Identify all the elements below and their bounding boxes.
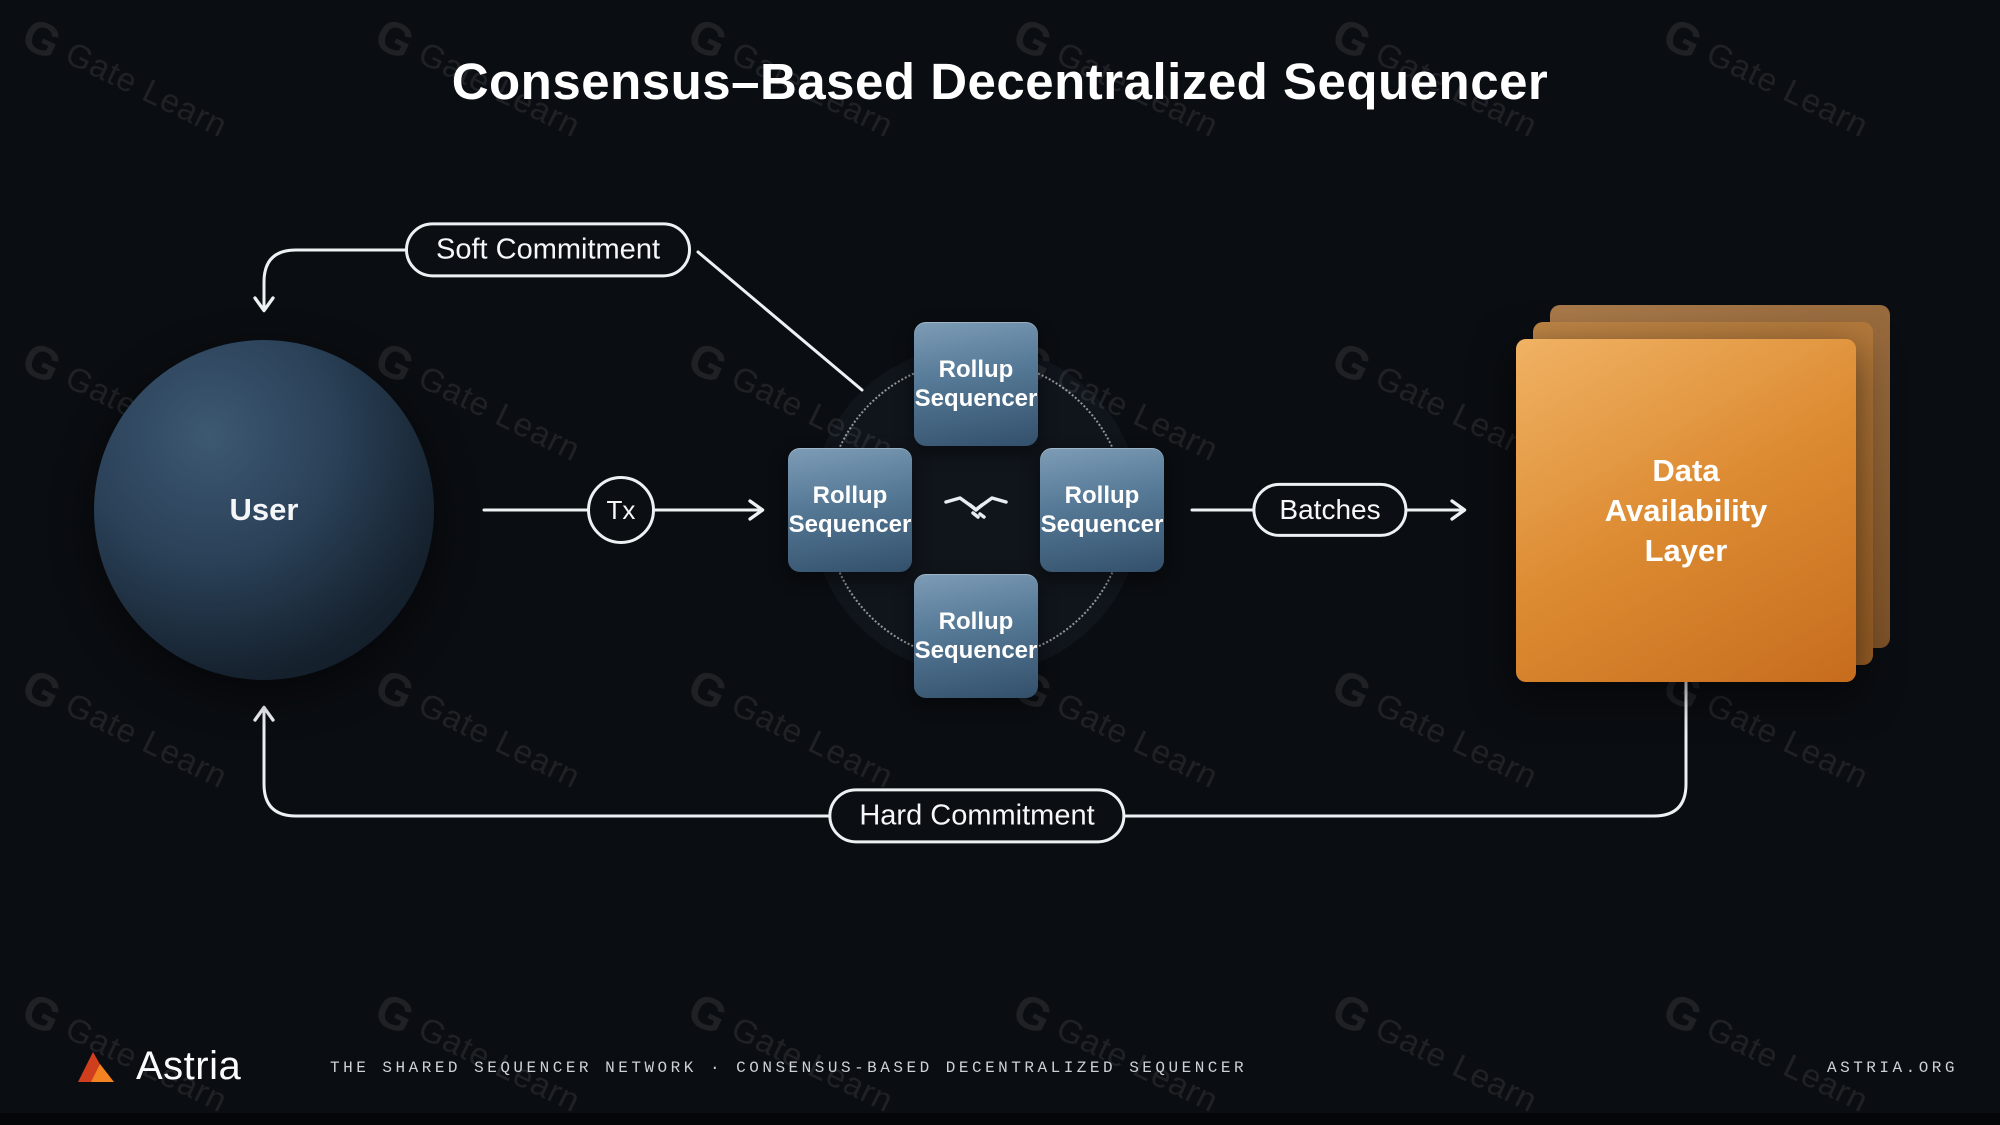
rollup-label-line1: Rollup	[1064, 482, 1140, 509]
rollup-sequencer-top: Rollup Sequencer	[914, 322, 1038, 446]
footer-brand: Astria	[74, 1040, 241, 1092]
tx-label: Tx	[606, 494, 636, 525]
user-node: User	[94, 340, 434, 680]
batches-badge: Batches	[1252, 482, 1408, 538]
rollup-label-line1: Rollup	[938, 608, 1014, 635]
footer-site-url: ASTRIA.ORG	[1826, 1059, 1958, 1077]
rollup-label-line2: Sequencer	[1040, 511, 1164, 538]
user-label: User	[229, 492, 299, 527]
rollup-label-line1: Rollup	[812, 482, 888, 509]
soft-commitment-badge: Soft Commitment	[405, 222, 691, 278]
rollup-sequencer-right: Rollup Sequencer	[1040, 448, 1164, 572]
bottom-strip	[0, 1113, 2000, 1125]
data-availability-label: Data Availability Layer	[1605, 451, 1768, 571]
da-label-line2: Availability	[1604, 492, 1768, 528]
rollup-label-line2: Sequencer	[914, 385, 1038, 412]
rollup-sequencer-left: Rollup Sequencer	[788, 448, 912, 572]
rollup-sequencer-bottom: Rollup Sequencer	[914, 574, 1038, 698]
page-title: Consensus–Based Decentralized Sequencer	[451, 53, 1549, 110]
line-soft-commitment-diagonal	[696, 250, 864, 392]
rollup-label-line2: Sequencer	[788, 511, 912, 538]
data-availability-layer-front: Data Availability Layer	[1516, 339, 1856, 682]
da-label-line1: Data	[1652, 452, 1720, 488]
brand-name: Astria	[136, 1043, 242, 1088]
astria-logo-icon	[78, 1052, 114, 1082]
arrow-soft-commitment-to-user	[253, 248, 412, 313]
tx-badge: Tx	[587, 476, 655, 544]
hard-commitment-badge: Hard Commitment	[828, 788, 1126, 844]
da-label-line3: Layer	[1644, 532, 1728, 568]
rollup-label-line1: Rollup	[938, 356, 1014, 383]
handshake-icon	[944, 496, 1008, 519]
footer-tagline: THE SHARED SEQUENCER NETWORK · CONSENSUS…	[330, 1059, 1248, 1077]
rollup-label-line2: Sequencer	[914, 637, 1038, 664]
